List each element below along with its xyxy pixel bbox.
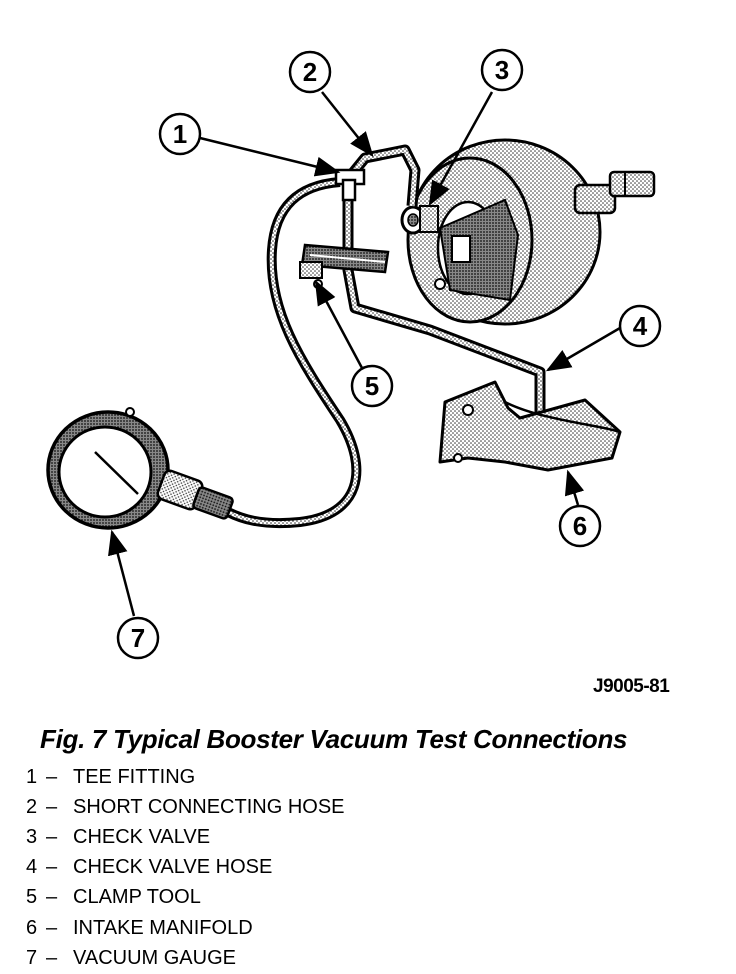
callout-1: 1 bbox=[158, 112, 202, 156]
callout-3-number: 3 bbox=[495, 55, 509, 85]
callout-4-number: 4 bbox=[633, 311, 648, 341]
legend-item: 1–TEE FITTING bbox=[26, 762, 345, 792]
legend-item: 4–CHECK VALVE HOSE bbox=[26, 853, 345, 883]
callout-7-number: 7 bbox=[131, 623, 145, 653]
intake-manifold bbox=[438, 380, 622, 472]
legend-label: TEE FITTING bbox=[73, 765, 196, 788]
gauge-hose bbox=[225, 177, 362, 529]
legend-label: VACUUM GAUGE bbox=[73, 946, 236, 969]
callout-5: 5 bbox=[350, 364, 394, 408]
legend-dash: – bbox=[46, 795, 58, 818]
callout-1-number: 1 bbox=[173, 119, 187, 149]
legend-label: INTAKE MANIFOLD bbox=[73, 916, 253, 939]
tee-fitting bbox=[334, 168, 366, 202]
legend-number: 2 bbox=[26, 795, 38, 818]
callout-5-number: 5 bbox=[365, 371, 379, 401]
legend-item: 2–SHORT CONNECTING HOSE bbox=[26, 792, 345, 822]
callout-4: 4 bbox=[618, 304, 662, 348]
legend-dash: – bbox=[46, 886, 58, 909]
legend-label: CHECK VALVE bbox=[73, 825, 211, 848]
legend-number: 6 bbox=[26, 916, 38, 939]
callout-leaders bbox=[108, 91, 621, 617]
legend-item: 7–VACUUM GAUGE bbox=[26, 943, 345, 973]
legend-number: 5 bbox=[26, 886, 38, 909]
legend-label: CHECK VALVE HOSE bbox=[73, 856, 273, 879]
callout-6: 6 bbox=[558, 504, 602, 548]
legend-dash: – bbox=[46, 946, 58, 969]
legend-dash: – bbox=[46, 825, 58, 848]
callout-6-number: 6 bbox=[573, 511, 587, 541]
legend-number: 4 bbox=[26, 856, 38, 879]
clamp-tool bbox=[299, 243, 390, 289]
legend-label: CLAMP TOOL bbox=[73, 886, 201, 909]
legend-dash: – bbox=[46, 856, 58, 879]
vacuum-gauge bbox=[46, 407, 234, 530]
legend-item: 5–CLAMP TOOL bbox=[26, 883, 345, 913]
callout-2: 2 bbox=[288, 50, 332, 94]
legend-item: 6–INTAKE MANIFOLD bbox=[26, 913, 345, 943]
brake-booster bbox=[406, 138, 656, 326]
figure-caption: Fig. 7 Typical Booster Vacuum Test Conne… bbox=[40, 724, 628, 754]
legend-item: 3–CHECK VALVE bbox=[26, 822, 345, 852]
callout-7: 7 bbox=[116, 616, 160, 660]
legend-dash: – bbox=[46, 916, 58, 939]
legend-dash: – bbox=[46, 765, 58, 788]
callout-3: 3 bbox=[480, 48, 524, 92]
check-valve bbox=[400, 205, 439, 235]
legend-label: SHORT CONNECTING HOSE bbox=[73, 795, 345, 818]
callout-2-number: 2 bbox=[303, 57, 317, 87]
legend-number: 7 bbox=[26, 946, 38, 969]
legend-number: 1 bbox=[26, 765, 38, 788]
callout-legend: 1–TEE FITTING 2–SHORT CONNECTING HOSE 3–… bbox=[26, 762, 345, 973]
booster-vacuum-diagram: 1 2 3 4 5 6 7 bbox=[46, 48, 662, 660]
drawing-code: J9005-81 bbox=[593, 676, 670, 697]
legend-number: 3 bbox=[26, 825, 38, 848]
